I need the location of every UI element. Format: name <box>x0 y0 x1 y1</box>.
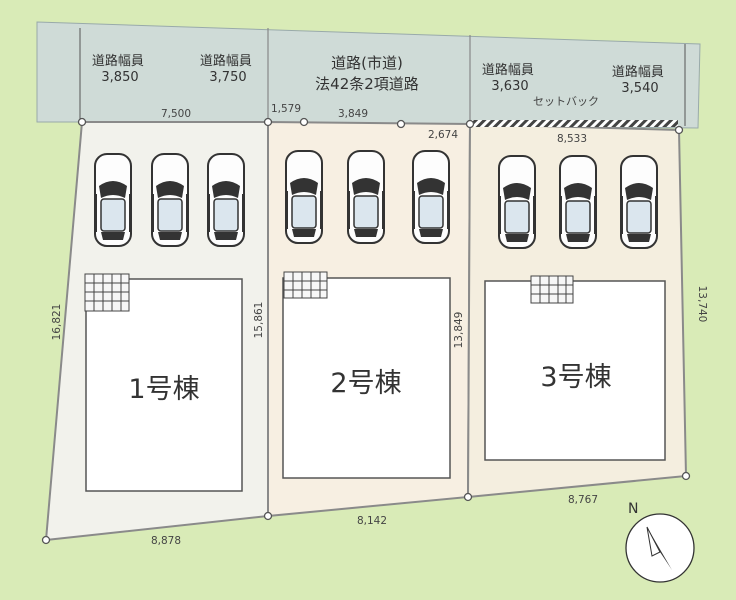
north-compass: N <box>625 501 695 583</box>
dim-lot1-bottom: 8,878 <box>151 535 181 547</box>
dim-lot2-top-a: 1,579 <box>271 103 301 115</box>
dim-lot3-right: 13,740 <box>696 286 708 323</box>
grate-3 <box>530 275 574 304</box>
car-icon <box>559 155 597 249</box>
setback-strip <box>470 120 678 127</box>
dim-lot1-left: 16,821 <box>51 304 63 341</box>
house-3-label: 3号棟 <box>540 362 611 393</box>
house-2-label: 2号棟 <box>330 368 401 399</box>
dim-border-2-3: 13,849 <box>453 312 465 349</box>
dim-lot3-bottom: 8,767 <box>568 494 598 506</box>
house-1 <box>85 278 243 492</box>
car-icon <box>207 153 245 247</box>
house-2 <box>282 277 451 479</box>
setback-label: セットバック <box>533 95 599 108</box>
dim-lot2-top-b: 3,849 <box>338 108 368 120</box>
road-title: 道路(市道) <box>331 54 403 72</box>
dim-border-1-2: 15,861 <box>253 302 265 339</box>
road-width-arrows <box>79 28 686 126</box>
house-1-label: 1号棟 <box>128 374 199 405</box>
car-icon <box>347 150 385 244</box>
dim-lot2-top-c: 2,674 <box>428 129 458 141</box>
car-icon <box>620 155 658 249</box>
car-icon <box>285 150 323 244</box>
road-width-label-3: 道路幅員 3,630 <box>482 62 538 94</box>
car-icon <box>94 153 132 247</box>
road-width-label-2: 道路幅員 3,750 <box>200 53 256 85</box>
boundary-points <box>41 117 691 545</box>
dim-lot3-top: 8,533 <box>557 133 587 145</box>
road-width-label-4: 道路幅員 3,540 <box>612 64 668 96</box>
grate-2 <box>283 271 328 299</box>
car-icon <box>412 150 450 244</box>
house-3 <box>484 280 666 461</box>
grate-1 <box>84 273 130 312</box>
dim-lot2-bottom: 8,142 <box>357 515 387 527</box>
car-icon <box>151 153 189 247</box>
dim-lot1-top: 7,500 <box>161 108 191 120</box>
parking-cars <box>94 150 658 249</box>
road-width-label-1: 道路幅員 3,850 <box>92 53 148 85</box>
compass-n-label: N <box>628 501 638 517</box>
road-subtitle: 法42条2項道路 <box>315 75 419 93</box>
car-icon <box>498 155 536 249</box>
